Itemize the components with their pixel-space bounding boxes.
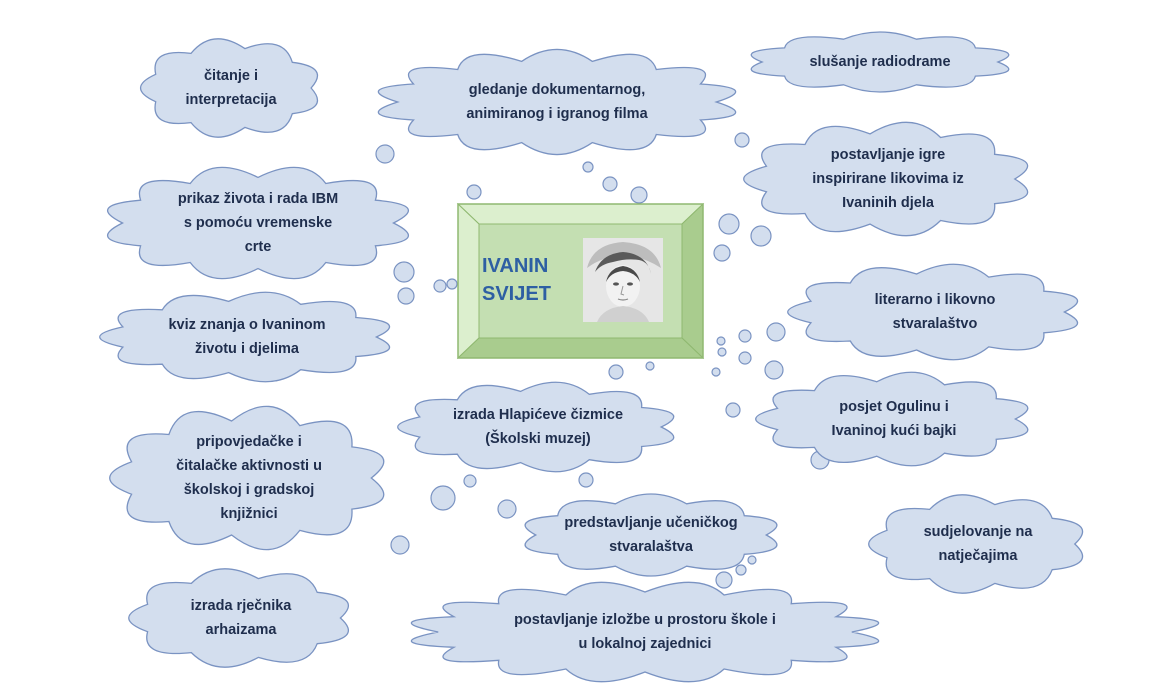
cloud-predstavljanje bbox=[524, 493, 778, 577]
thought-bubble bbox=[750, 225, 772, 247]
cloud-postavljanje-igre bbox=[743, 121, 1029, 237]
thought-bubble bbox=[497, 499, 517, 519]
thought-bubble bbox=[430, 485, 456, 511]
cloud-pripovjedacke bbox=[109, 405, 385, 551]
cloud-citanje bbox=[139, 38, 319, 138]
thought-bubble bbox=[446, 278, 458, 290]
box-bevel-bottom bbox=[456, 337, 705, 359]
thought-bubble bbox=[734, 132, 750, 148]
cloud-sudjelovanje bbox=[868, 494, 1084, 594]
box-bevel-right bbox=[681, 202, 704, 360]
thought-bubble bbox=[602, 176, 618, 192]
thought-bubble bbox=[578, 472, 594, 488]
thought-bubble bbox=[390, 535, 410, 555]
activity-clouds bbox=[99, 31, 1084, 683]
thought-bubble bbox=[393, 261, 415, 283]
thought-bubble bbox=[725, 402, 741, 418]
thought-bubble bbox=[608, 364, 624, 380]
thought-bubble bbox=[764, 360, 784, 380]
box-outline bbox=[457, 203, 704, 359]
thought-bubble bbox=[738, 351, 752, 365]
thought-bubble bbox=[717, 347, 727, 357]
thought-bubble bbox=[711, 367, 721, 377]
thought-bubble bbox=[716, 336, 726, 346]
thought-bubble bbox=[630, 186, 648, 204]
thought-bubble bbox=[713, 244, 731, 262]
cloud-posjet bbox=[755, 371, 1029, 467]
cloud-kviz bbox=[99, 291, 390, 383]
thought-bubble bbox=[375, 144, 395, 164]
cloud-literarno bbox=[787, 263, 1078, 361]
cloud-slusanje bbox=[750, 31, 1010, 93]
cloud-izrada-cizmice bbox=[397, 381, 675, 473]
thought-bubble bbox=[738, 329, 752, 343]
central-topic-box bbox=[456, 202, 705, 360]
box-bevel-top bbox=[456, 203, 705, 225]
thought-bubble bbox=[466, 184, 482, 200]
box-bevel-left bbox=[457, 202, 480, 360]
cloud-rjecnik bbox=[128, 568, 350, 668]
thought-bubble bbox=[766, 322, 786, 342]
thought-bubble bbox=[645, 361, 655, 371]
thought-bubble bbox=[715, 571, 733, 589]
thought-bubble bbox=[463, 474, 477, 488]
thought-bubble bbox=[582, 161, 594, 173]
cloud-gledanje bbox=[377, 48, 737, 156]
cloud-prikaz bbox=[107, 166, 409, 280]
cloud-izlozba bbox=[410, 581, 880, 683]
thought-bubble bbox=[747, 555, 757, 565]
thought-bubble bbox=[397, 287, 415, 305]
thought-bubble bbox=[433, 279, 447, 293]
central-topic-title: IVANIN SVIJET bbox=[482, 255, 551, 305]
thought-bubble bbox=[735, 564, 747, 576]
woman-portrait-icon bbox=[583, 238, 663, 322]
thought-bubble bbox=[718, 213, 740, 235]
